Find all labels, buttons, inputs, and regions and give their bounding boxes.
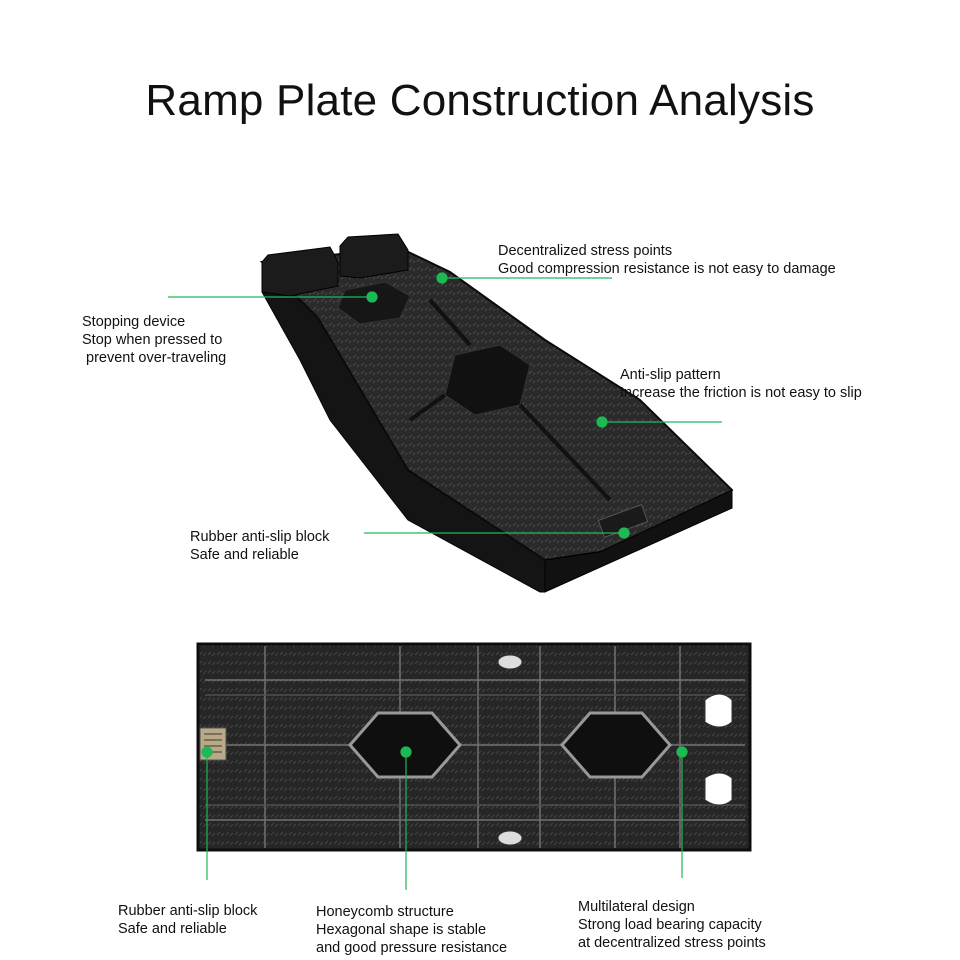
ramp-bottom-view [196,642,752,852]
callout-dot-rubber-bottom [201,746,213,758]
cutout-lower [704,772,733,806]
callout-text: and good pressure resistance [316,940,508,956]
callout-text: Safe and reliable [190,547,299,563]
callout-rubber-block-top: Rubber anti-slip block Safe and reliable [190,528,329,564]
callout-dot-honeycomb [400,746,412,758]
callout-dot-antislip [596,416,608,428]
callout-text: Increase the friction is not easy to sli… [620,385,862,401]
callout-lines [168,272,722,890]
callout-text: Hexagonal shape is stable [316,922,487,938]
deck-hex-top [337,281,411,325]
callout-text: Stopping device [82,314,186,330]
callout-text: Safe and reliable [118,921,227,937]
callout-text: Stop when pressed to [82,332,223,348]
cutout-upper [704,693,733,728]
page-title: Ramp Plate Construction Analysis [145,76,815,125]
honeycomb-hex-left [348,711,462,779]
callout-dot-decentralized [436,272,448,284]
callout-text: Honeycomb structure [316,904,454,920]
callout-honeycomb: Honeycomb structure Hexagonal shape is s… [316,903,507,957]
callout-stopping-device: Stopping device Stop when pressed to pre… [82,313,226,367]
ramp-top-view [259,233,734,593]
callout-dot-multilateral [676,746,688,758]
callout-text: Anti-slip pattern [620,367,721,383]
stop-block-right [339,233,409,279]
callout-multilateral: Multilateral design Strong load bearing … [578,898,766,952]
callout-text: Strong load bearing capacity [578,917,762,933]
callout-dot-rubber-top [618,527,630,539]
callout-text: Multilateral design [578,899,695,915]
callout-text: at decentralized stress points [578,935,766,951]
callout-text: Good compression resistance is not easy … [498,261,836,277]
callout-text: Rubber anti-slip block [190,529,330,545]
honeycomb-hex-right [560,711,672,779]
callout-text: Rubber anti-slip block [118,903,258,919]
callout-text: prevent over-traveling [86,350,227,366]
stop-block-left [261,246,339,297]
callout-text: Decentralized stress points [498,243,673,259]
callout-decentralized: Decentralized stress points Good compres… [498,242,836,278]
callout-dot-stopping [366,291,378,303]
callout-rubber-block-bottom: Rubber anti-slip block Safe and reliable [118,902,257,938]
callout-antislip-pattern: Anti-slip pattern Increase the friction … [620,366,862,402]
ramp-front-lip [544,489,733,593]
